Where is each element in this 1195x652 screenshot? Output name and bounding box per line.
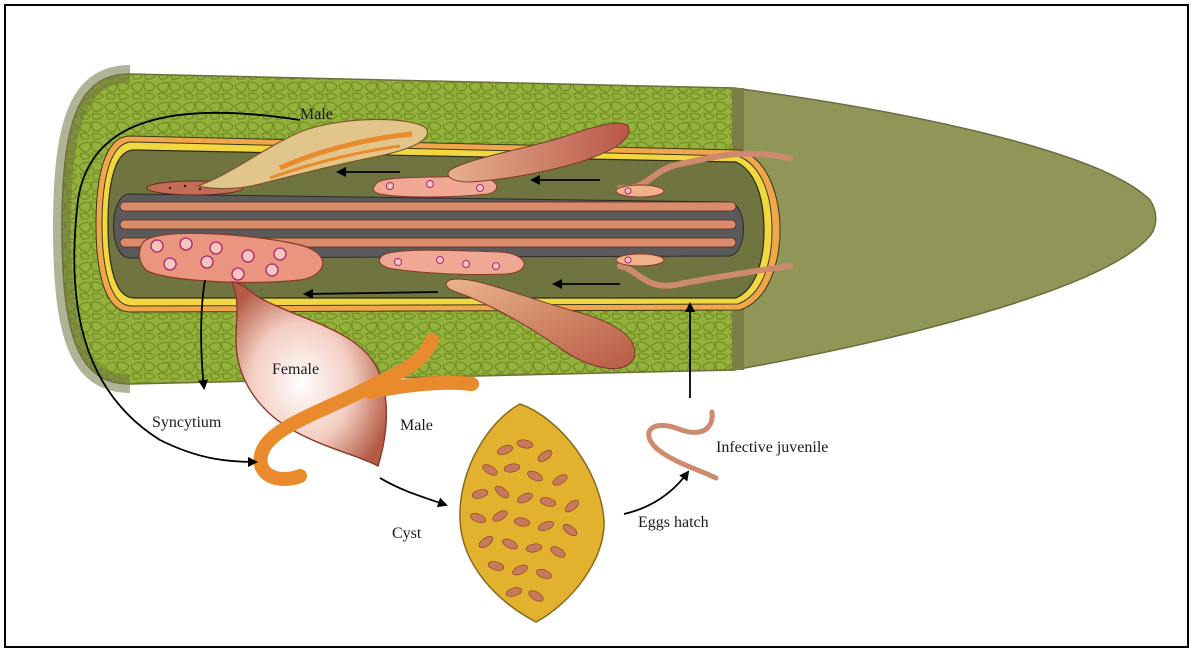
cyst: [460, 404, 604, 622]
label-cyst: Cyst: [392, 525, 422, 542]
arrow-eggs-hatch: [624, 472, 688, 514]
label-infective-juvenile: Infective juvenile: [716, 439, 828, 456]
label-male-bottom: Male: [400, 417, 433, 434]
arrow-to-cyst: [380, 478, 446, 505]
infective-juvenile: [649, 412, 716, 478]
label-syncytium: Syncytium: [152, 414, 222, 431]
label-female: Female: [272, 361, 319, 378]
label-eggs-hatch: Eggs hatch: [638, 514, 709, 531]
root-tip: [734, 88, 1156, 370]
label-male-top: Male: [300, 106, 333, 123]
